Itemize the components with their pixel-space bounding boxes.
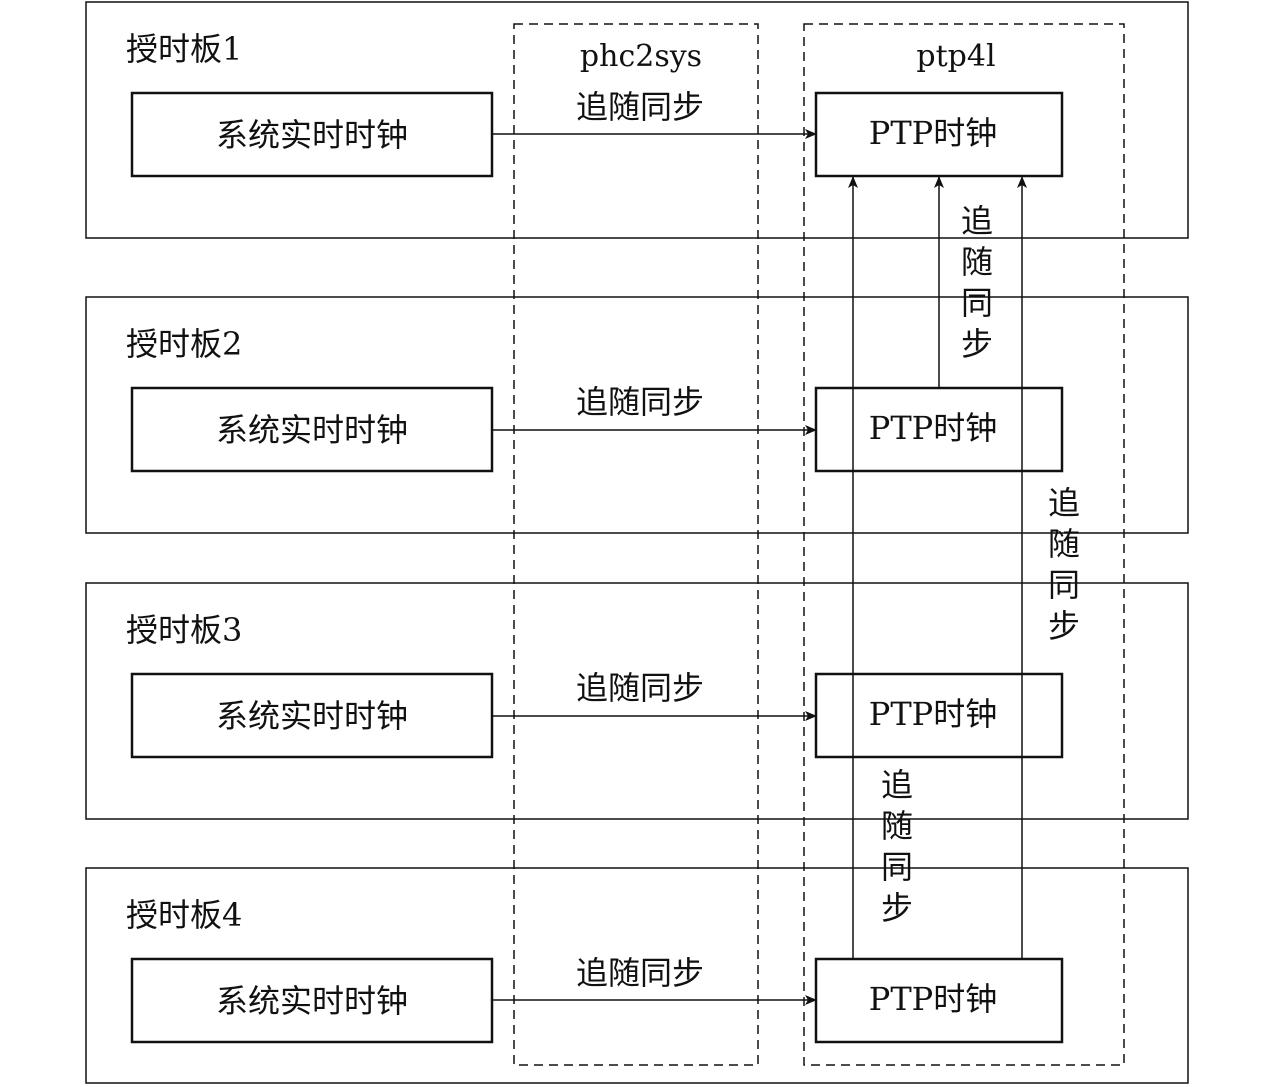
board-1-ptp-clock-box bbox=[814, 91, 1064, 178]
board-2-vertical-sync-label: 追 随 同 步 bbox=[961, 202, 993, 363]
board-4-ptp-clock: PTP时钟 bbox=[869, 980, 997, 1018]
ptp4l-column bbox=[803, 23, 1125, 1066]
board-2-system-clock: 系统实时时钟 bbox=[216, 411, 408, 449]
board-1-sync-label: 追随同步 bbox=[576, 88, 704, 126]
vertical-char: 步 bbox=[961, 325, 993, 363]
board-1-frame bbox=[85, 1, 1189, 239]
board-4-ptp-clock-box bbox=[814, 957, 1064, 1044]
board-2-sync-label: 追随同步 bbox=[576, 383, 704, 421]
vertical-char: 同 bbox=[1048, 566, 1080, 604]
board-3-frame bbox=[85, 582, 1189, 820]
board-4-sync-label: 追随同步 bbox=[576, 954, 704, 992]
board-4-frame bbox=[85, 867, 1189, 1084]
board-3-ptp-clock-box bbox=[814, 672, 1064, 759]
vertical-char: 随 bbox=[1048, 525, 1080, 563]
board-2-ptp-clock: PTP时钟 bbox=[869, 409, 997, 447]
vertical-char: 步 bbox=[881, 889, 913, 927]
board-3-vertical-sync-label: 追 随 同 步 bbox=[1048, 484, 1080, 645]
board-1-system-clock-box bbox=[130, 91, 494, 178]
board-2-title: 授时板2 bbox=[126, 325, 242, 363]
vertical-char: 同 bbox=[961, 284, 993, 322]
board-1-ptp-clock: PTP时钟 bbox=[869, 114, 997, 152]
phc2sys-column bbox=[513, 23, 759, 1066]
vertical-char: 追 bbox=[961, 202, 993, 240]
vertical-char: 同 bbox=[881, 848, 913, 886]
board-3-system-clock: 系统实时时钟 bbox=[216, 697, 408, 735]
phc2sys-label: phc2sys bbox=[580, 39, 702, 74]
vertical-char: 随 bbox=[881, 807, 913, 845]
vertical-char: 追 bbox=[881, 766, 913, 804]
board-4-system-clock: 系统实时时钟 bbox=[216, 982, 408, 1020]
vertical-char: 步 bbox=[1048, 607, 1080, 645]
ptp4l-label: ptp4l bbox=[916, 39, 995, 74]
board-2-frame bbox=[85, 296, 1189, 534]
board-3-sync-label: 追随同步 bbox=[576, 669, 704, 707]
board-2-system-clock-box bbox=[130, 386, 494, 473]
vertical-char: 追 bbox=[1048, 484, 1080, 522]
board-1-system-clock: 系统实时时钟 bbox=[216, 116, 408, 154]
board-4-title: 授时板4 bbox=[126, 896, 242, 934]
board-1-title: 授时板1 bbox=[126, 30, 242, 68]
board-3-ptp-clock: PTP时钟 bbox=[869, 695, 997, 733]
board-3-title: 授时板3 bbox=[126, 611, 242, 649]
vertical-char: 随 bbox=[961, 243, 993, 281]
board-4-system-clock-box bbox=[130, 957, 494, 1044]
board-4-vertical-sync-label: 追 随 同 步 bbox=[881, 766, 913, 927]
